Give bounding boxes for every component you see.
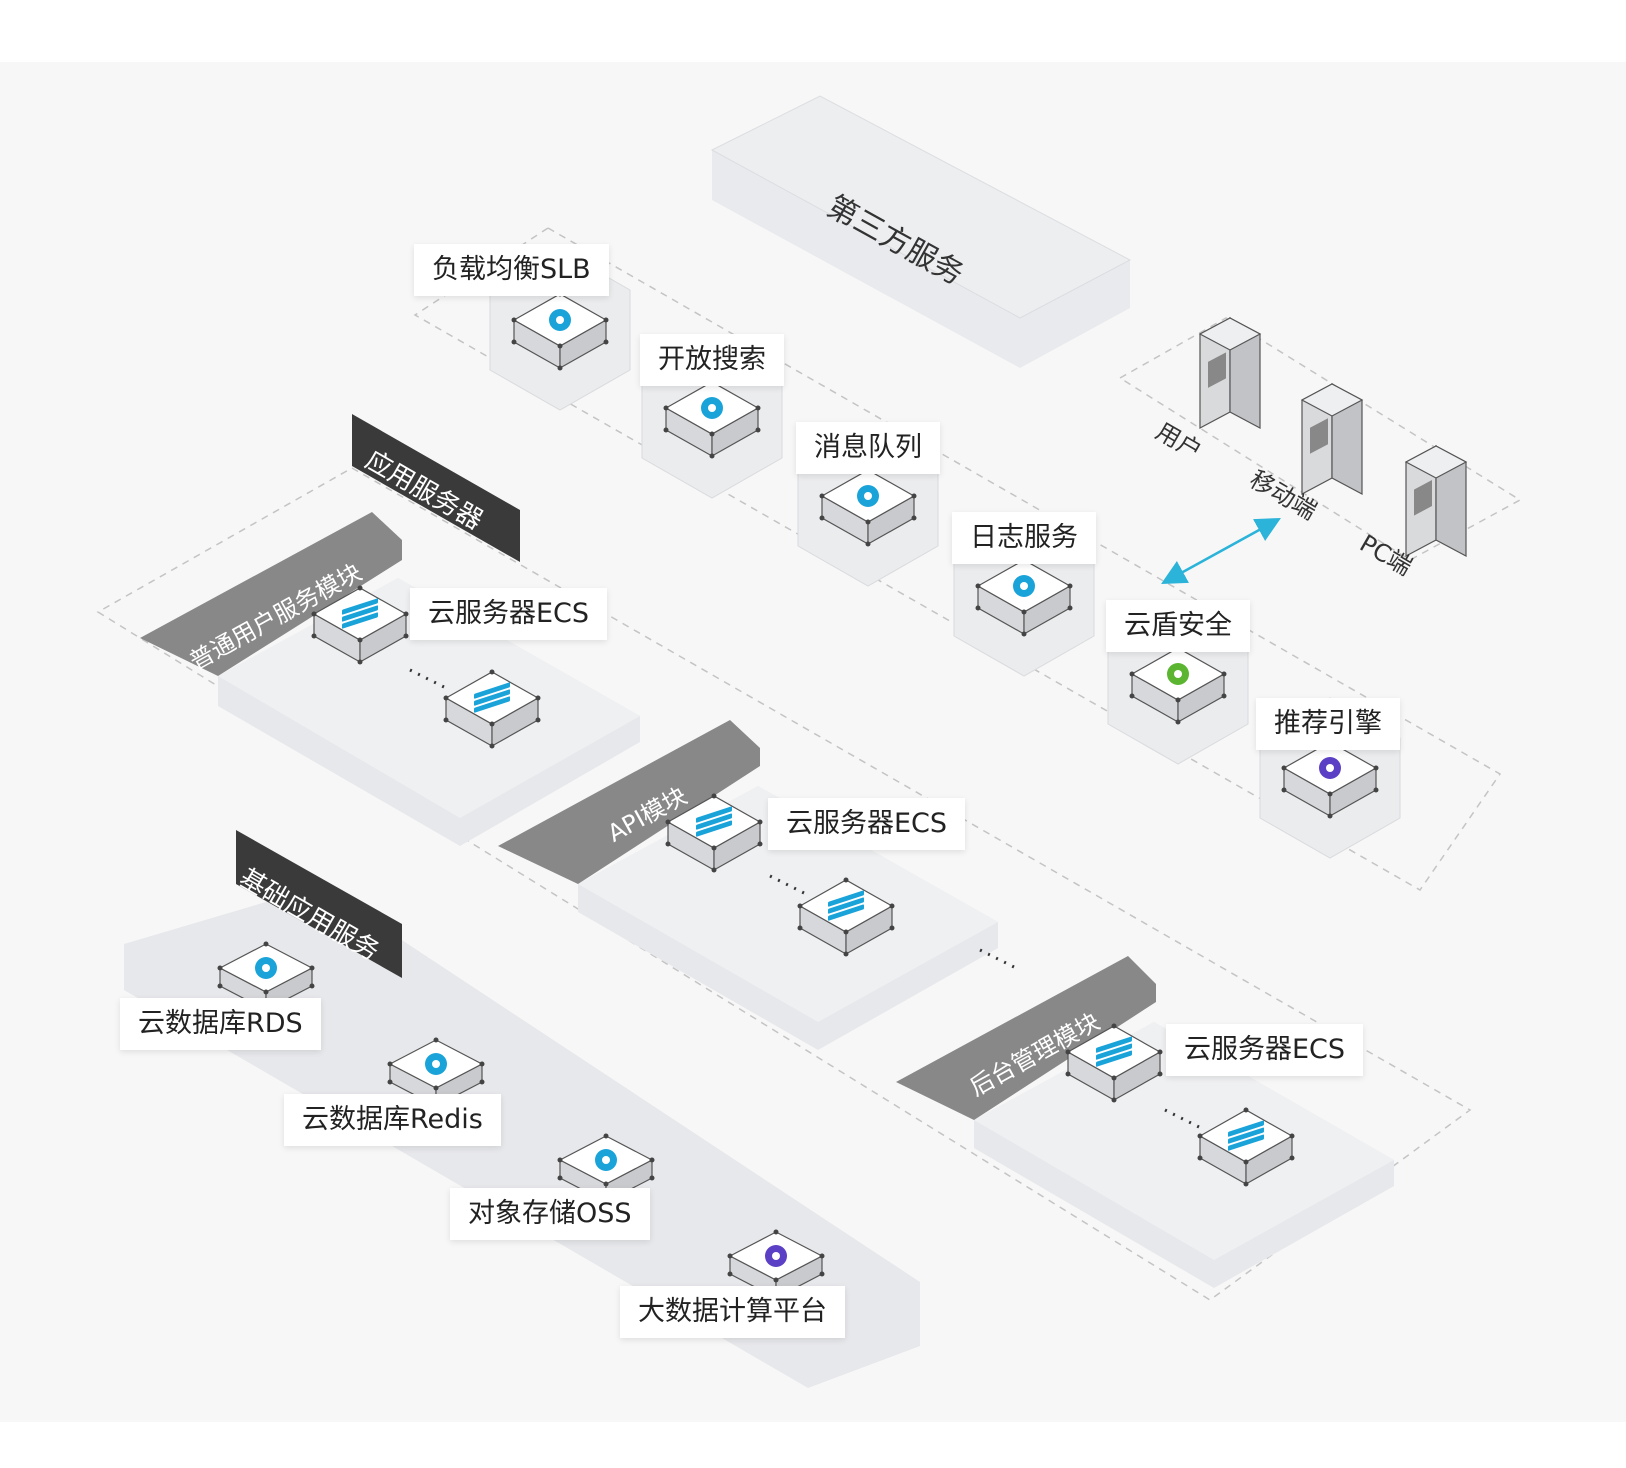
ecs-server-cube-1 bbox=[443, 669, 541, 749]
device-box-1 bbox=[1300, 383, 1364, 495]
server-icon bbox=[828, 890, 864, 921]
server-icon bbox=[1228, 1120, 1264, 1151]
service-cube-0 bbox=[511, 291, 609, 371]
share-icon bbox=[549, 309, 571, 331]
base-service-cube-3 bbox=[727, 1229, 825, 1301]
tag-band-app-servers bbox=[352, 414, 520, 562]
service-label-recommend: 推荐引擎 bbox=[1256, 698, 1400, 750]
service-label-mq: 消息队列 bbox=[796, 422, 940, 474]
oss-icon bbox=[595, 1149, 617, 1171]
ecs-server-cube-0 bbox=[311, 585, 409, 665]
shield-icon bbox=[1167, 663, 1189, 685]
ecs-server-cube-5 bbox=[1197, 1107, 1295, 1187]
search-icon bbox=[701, 397, 723, 419]
rds-icon bbox=[255, 957, 277, 979]
client-arrow bbox=[1161, 517, 1281, 585]
service-label-shield: 云盾安全 bbox=[1106, 600, 1250, 652]
device-box-2 bbox=[1404, 445, 1468, 557]
redis-icon bbox=[425, 1053, 447, 1075]
tag-band-user bbox=[140, 512, 402, 676]
message-queue-icon bbox=[857, 485, 879, 507]
ecs-server-cube-2 bbox=[665, 793, 763, 873]
server-icon bbox=[342, 598, 378, 629]
service-cube-3 bbox=[975, 557, 1073, 637]
flower-icon bbox=[1319, 757, 1341, 779]
ecs-label-api: 云服务器ECS bbox=[768, 798, 966, 850]
service-cube-1 bbox=[663, 379, 761, 459]
service-label-log: 日志服务 bbox=[952, 512, 1096, 564]
tag-band-base-services bbox=[236, 830, 402, 978]
tag-band-admin bbox=[896, 956, 1156, 1120]
service-label-slb: 负载均衡SLB bbox=[414, 244, 609, 296]
server-icon bbox=[1096, 1036, 1132, 1067]
device-box-0 bbox=[1198, 317, 1262, 429]
user-icon bbox=[1208, 352, 1226, 388]
bigdata-icon bbox=[765, 1245, 787, 1267]
third-party-slab bbox=[710, 95, 1132, 368]
base-label-redis: 云数据库Redis bbox=[284, 1094, 501, 1146]
base-label-rds: 云数据库RDS bbox=[120, 998, 321, 1050]
ecs-server-cube-4 bbox=[1065, 1023, 1163, 1103]
log-icon bbox=[1013, 575, 1035, 597]
ecs-label-admin: 云服务器ECS bbox=[1166, 1024, 1364, 1076]
tag-band-api bbox=[498, 720, 760, 884]
ecs-server-cube-3 bbox=[797, 877, 895, 957]
monitor-icon bbox=[1414, 480, 1432, 516]
service-label-search: 开放搜索 bbox=[640, 334, 784, 386]
service-cube-2 bbox=[819, 467, 917, 547]
device-layer bbox=[1198, 317, 1468, 557]
app-servers-group-outline bbox=[96, 467, 1472, 1301]
service-hex-bases bbox=[489, 249, 1401, 859]
base-label-oss: 对象存储OSS bbox=[450, 1188, 650, 1240]
clients-group-outline bbox=[1118, 317, 1522, 561]
service-cube-4 bbox=[1129, 645, 1227, 725]
server-icon bbox=[474, 682, 510, 713]
service-cube-5 bbox=[1281, 739, 1379, 819]
ellipsis-connectors bbox=[409, 668, 1206, 1132]
server-icon bbox=[696, 806, 732, 837]
module-panel-admin bbox=[974, 1022, 1394, 1288]
mobile-icon bbox=[1310, 418, 1328, 454]
base-label-bigdata: 大数据计算平台 bbox=[620, 1286, 845, 1338]
cube-layer bbox=[217, 291, 1379, 1301]
ecs-label-user: 云服务器ECS bbox=[410, 588, 608, 640]
base-service-cube-0 bbox=[217, 941, 315, 1013]
base-services-panel bbox=[124, 886, 920, 1388]
